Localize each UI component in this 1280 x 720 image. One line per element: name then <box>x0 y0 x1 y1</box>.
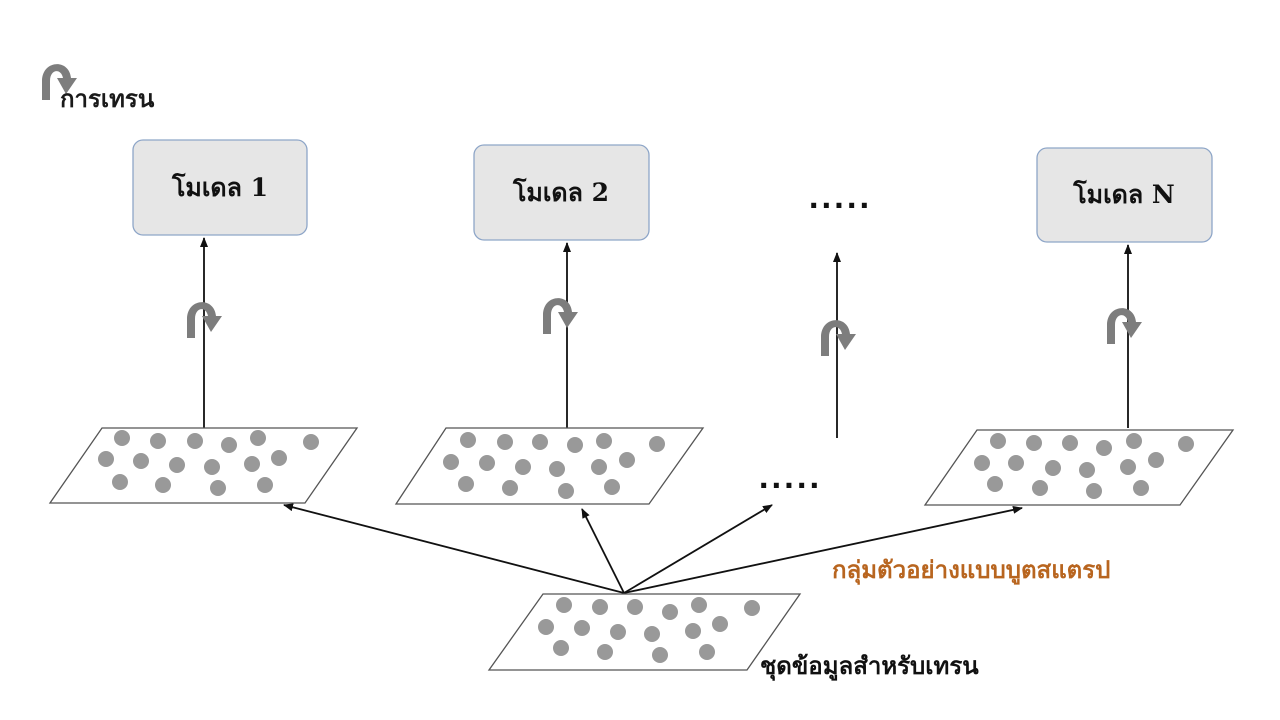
training-dataset-label: ชุดข้อมูลสำหรับเทรน <box>760 651 979 682</box>
model-label-1: โมเดล 1 <box>171 172 268 202</box>
samples-ellipsis: ..... <box>758 462 821 495</box>
bootstrap-sample-1 <box>48 427 359 504</box>
sample-dots-1 <box>98 430 319 496</box>
training-curl-icon-3 <box>821 320 856 356</box>
sample-dots-n <box>974 433 1194 499</box>
sample-arrow-3 <box>623 504 773 594</box>
training-curl-icon-2 <box>543 298 578 334</box>
legend-label: การเทรน <box>60 84 155 113</box>
sample-arrow-2 <box>581 508 625 594</box>
model-box-n: โมเดล N <box>1036 147 1213 243</box>
bootstrap-sample-2 <box>394 427 705 505</box>
model-box-1: โมเดล 1 <box>132 139 308 236</box>
sample-arrow-n <box>623 505 1023 594</box>
model-box-2: โมเดล 2 <box>473 144 650 241</box>
sample-arrow-1 <box>283 503 625 594</box>
sample-dots-2 <box>443 432 665 499</box>
bootstrap-sample-n <box>923 429 1235 506</box>
model-label-n: โมเดล N <box>1072 179 1175 209</box>
training-curl-icon-n <box>1107 308 1142 344</box>
model-label-2: โมเดล 2 <box>512 177 609 207</box>
models-ellipsis: ..... <box>808 182 871 215</box>
bootstrap-samples-label: กลุ่มตัวอย่างแบบบูตสแตรป <box>832 555 1110 586</box>
dataset-dots <box>538 597 760 663</box>
legend: การเทรน <box>42 64 155 113</box>
training-dataset <box>487 593 802 671</box>
